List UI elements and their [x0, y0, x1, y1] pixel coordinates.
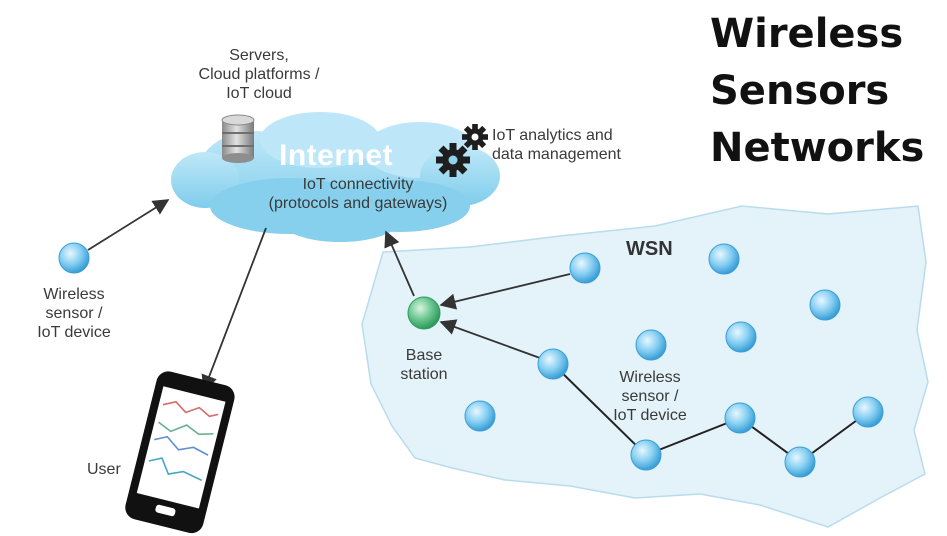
- arrow-node-to-base: [439, 273, 571, 310]
- sensor-node: [635, 329, 667, 361]
- title-line-1: Wireless: [710, 11, 904, 57]
- page-title: Wireless Sensors Networks: [710, 6, 942, 177]
- sensor-node: [784, 446, 816, 478]
- servers-label-line-3: IoT cloud: [226, 85, 292, 102]
- remote-device-label-line-3: IoT device: [37, 324, 111, 341]
- sensor-node: [809, 289, 841, 321]
- wsn-node-label-line-1: Wireless: [619, 369, 681, 386]
- sensor-node: [724, 402, 756, 434]
- remote-device-label: Wireless sensor / IoT device: [18, 285, 130, 342]
- gears-icon: [436, 124, 488, 177]
- sensor-node: [537, 348, 569, 380]
- arrow-device-to-cloud: [87, 199, 170, 251]
- sensor-node: [725, 321, 757, 353]
- analytics-label: IoT analytics and data management: [492, 126, 621, 164]
- title-line-3: Networks: [710, 125, 925, 171]
- user-label: User: [87, 461, 121, 478]
- arrow-base-to-cloud: [384, 230, 415, 297]
- connections: [87, 199, 571, 392]
- wsn-label: WSN: [626, 238, 673, 260]
- sensor-node: [569, 252, 601, 284]
- database-icon: [221, 114, 255, 163]
- remote-device-label-line-2: sensor /: [45, 305, 103, 322]
- sensor-node: [464, 400, 496, 432]
- wsn-node-label-line-3: IoT device: [613, 407, 687, 424]
- analytics-label-line-1: IoT analytics and: [492, 127, 613, 144]
- base-station-label-line-2: station: [400, 366, 448, 383]
- cloud-subtitle: IoT connectivity (protocols and gateways…: [260, 175, 456, 213]
- base-station-node: [407, 296, 441, 330]
- sensor-node: [708, 243, 740, 275]
- smartphone-icon: [125, 371, 235, 534]
- analytics-label-line-2: data management: [492, 146, 621, 163]
- internet-heading: Internet: [279, 139, 394, 172]
- wsn-node-label: Wireless sensor / IoT device: [594, 368, 706, 425]
- wsn-node-label-line-2: sensor /: [621, 388, 679, 405]
- arrow-node-to-base-2: [439, 319, 541, 359]
- remote-sensor-node: [58, 242, 90, 274]
- base-station-label-line-1: Base: [405, 347, 443, 364]
- servers-label-line-2: Cloud platforms /: [198, 66, 320, 83]
- remote-device-label-line-1: Wireless: [43, 286, 105, 303]
- internet-cloud: [171, 112, 500, 242]
- base-station-label: Base station: [388, 346, 460, 384]
- servers-label: Servers, Cloud platforms / IoT cloud: [184, 46, 334, 103]
- wsn-area: [361, 205, 929, 528]
- cloud-subtitle-line-2: (protocols and gateways): [268, 195, 448, 212]
- title-line-2: Sensors: [710, 68, 890, 114]
- sensor-node: [630, 439, 662, 471]
- servers-label-line-1: Servers,: [229, 47, 289, 64]
- cloud-subtitle-line-1: IoT connectivity: [302, 176, 414, 193]
- arrow-cloud-to-user: [201, 227, 267, 392]
- sensor-node: [852, 396, 884, 428]
- sensor-nodes: [464, 243, 884, 478]
